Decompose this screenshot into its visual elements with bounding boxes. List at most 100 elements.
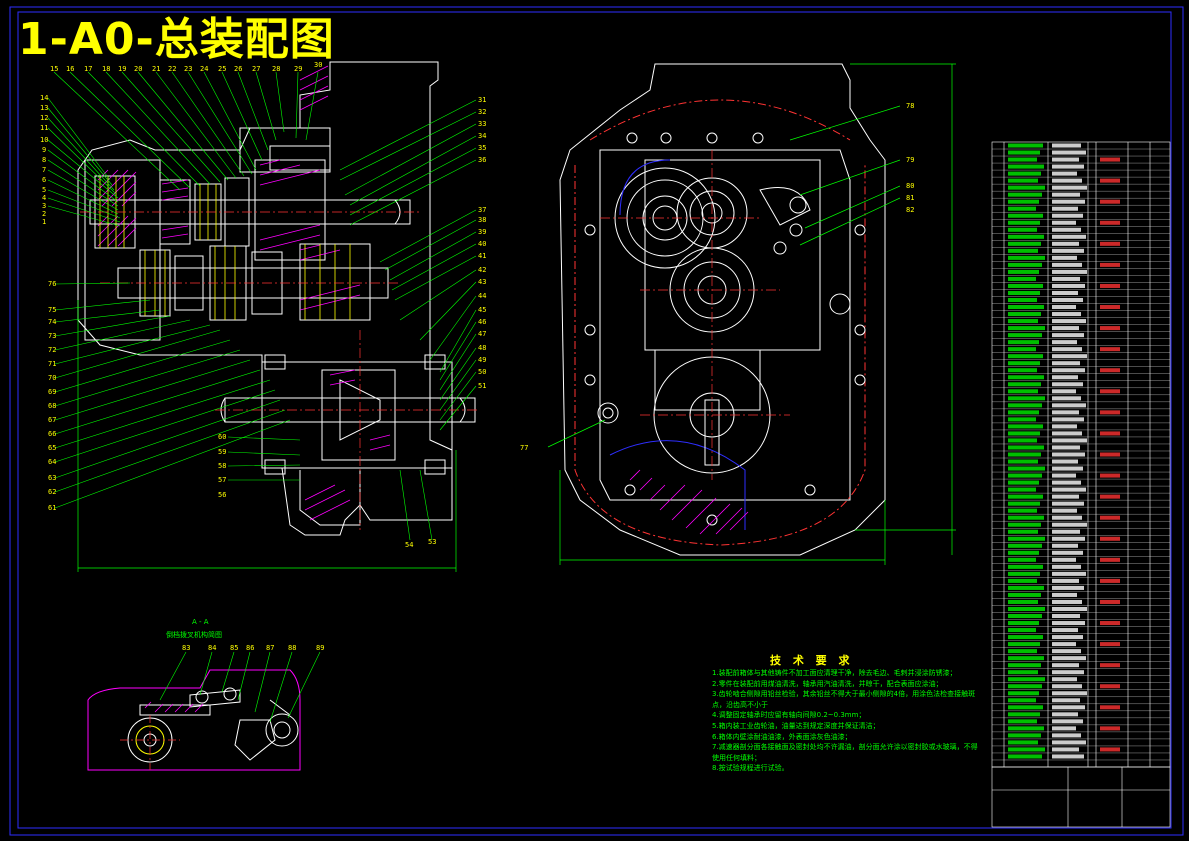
parts-row-code <box>1008 712 1040 717</box>
parts-row-material <box>1100 262 1120 267</box>
parts-row-code <box>1008 571 1040 576</box>
svg-text:86: 86 <box>246 644 254 652</box>
parts-row-code <box>1008 452 1041 457</box>
parts-row-code <box>1008 199 1039 204</box>
parts-row-material <box>1100 241 1120 246</box>
requirement-item: 6.箱体内壁涂耐油油漆，外表面涂灰色油漆； <box>712 732 852 741</box>
svg-text:85: 85 <box>230 644 238 652</box>
parts-row-code <box>1008 431 1040 436</box>
requirement-item: 4.调整固定轴承时应留有轴向间隙0.2~0.3mm； <box>712 711 866 720</box>
parts-row-code <box>1008 417 1036 422</box>
parts-row-name <box>1052 375 1078 380</box>
svg-text:77: 77 <box>520 444 528 452</box>
parts-row-code <box>1008 656 1044 661</box>
parts-row-name <box>1052 656 1086 661</box>
requirement-item: 7.减速器剖分面各接触面及密封处均不许漏油，剖分面允许涂以密封胶或水玻璃，不得使… <box>712 743 978 762</box>
svg-text:62: 62 <box>48 488 56 496</box>
parts-row-code <box>1008 326 1045 331</box>
parts-row-code <box>1008 340 1039 345</box>
parts-row-code <box>1008 663 1041 668</box>
parts-row-material <box>1100 283 1120 288</box>
parts-row-name <box>1052 368 1085 373</box>
svg-text:87: 87 <box>266 644 274 652</box>
parts-row-name <box>1052 550 1083 555</box>
parts-row-code <box>1008 649 1037 654</box>
parts-row-code <box>1008 585 1044 590</box>
parts-row-code <box>1008 564 1043 569</box>
parts-row-code <box>1008 747 1045 752</box>
parts-row-name <box>1052 192 1080 197</box>
parts-list <box>991 141 1171 828</box>
parts-row-code <box>1008 466 1045 471</box>
parts-row-name <box>1052 354 1087 359</box>
parts-row-code <box>1008 178 1038 183</box>
parts-row-code <box>1008 424 1043 429</box>
parts-row-name <box>1052 213 1083 218</box>
parts-row-code <box>1008 150 1040 155</box>
svg-text:78: 78 <box>906 102 914 110</box>
parts-row-name <box>1052 740 1086 745</box>
parts-row-material <box>1100 642 1120 647</box>
svg-text:12: 12 <box>40 114 48 122</box>
parts-row-name <box>1052 382 1083 387</box>
leaders-main <box>47 71 477 541</box>
parts-row-code <box>1008 642 1040 647</box>
parts-row-material <box>1100 494 1120 499</box>
centerlines-main <box>80 211 480 530</box>
svg-text:82: 82 <box>906 206 914 214</box>
svg-text:81: 81 <box>906 194 914 202</box>
parts-row-name <box>1052 466 1083 471</box>
parts-row-name <box>1052 614 1080 619</box>
parts-row-code <box>1008 684 1042 689</box>
parts-row-material <box>1100 536 1120 541</box>
parts-row-name <box>1052 585 1084 590</box>
section-view-title: A - A <box>192 618 209 626</box>
parts-row-name <box>1052 178 1082 183</box>
parts-row-code <box>1008 557 1036 562</box>
parts-row-code <box>1008 578 1037 583</box>
parts-row-name <box>1052 185 1087 190</box>
parts-row-code <box>1008 501 1040 506</box>
parts-row-name <box>1052 698 1080 703</box>
parts-row-material <box>1100 368 1120 373</box>
svg-text:43: 43 <box>478 278 486 286</box>
svg-text:19: 19 <box>118 65 126 73</box>
svg-text:73: 73 <box>48 332 56 340</box>
svg-text:46: 46 <box>478 318 486 326</box>
svg-text:15: 15 <box>50 65 58 73</box>
svg-text:79: 79 <box>906 156 914 164</box>
parts-row-name <box>1052 220 1076 225</box>
svg-text:89: 89 <box>316 644 324 652</box>
svg-text:25: 25 <box>218 65 226 73</box>
svg-text:61: 61 <box>48 504 56 512</box>
parts-row-name <box>1052 389 1076 394</box>
parts-row-name <box>1052 599 1082 604</box>
svg-text:42: 42 <box>478 266 486 274</box>
parts-row-name <box>1052 290 1078 295</box>
svg-text:74: 74 <box>48 318 56 326</box>
svg-text:48: 48 <box>478 344 486 352</box>
parts-row-material <box>1100 431 1120 436</box>
parts-row-name <box>1052 319 1086 324</box>
svg-text:72: 72 <box>48 346 56 354</box>
parts-row-name <box>1052 606 1087 612</box>
svg-text:70: 70 <box>48 374 56 382</box>
svg-text:56: 56 <box>218 491 226 499</box>
parts-row-name <box>1052 255 1077 260</box>
parts-row-material <box>1100 220 1120 225</box>
parts-row-code <box>1008 606 1045 612</box>
parts-row-code <box>1008 529 1038 534</box>
parts-row-code <box>1008 733 1041 738</box>
parts-row-code <box>1008 508 1037 513</box>
parts-row-code <box>1008 164 1044 169</box>
parts-row-code <box>1008 241 1041 246</box>
dims-end <box>547 63 956 565</box>
parts-row-code <box>1008 487 1036 492</box>
parts-row-name <box>1052 283 1085 288</box>
parts-row-code <box>1008 445 1044 450</box>
svg-text:59: 59 <box>218 448 226 456</box>
inner-frame <box>17 11 1172 829</box>
parts-row-name <box>1052 269 1087 274</box>
